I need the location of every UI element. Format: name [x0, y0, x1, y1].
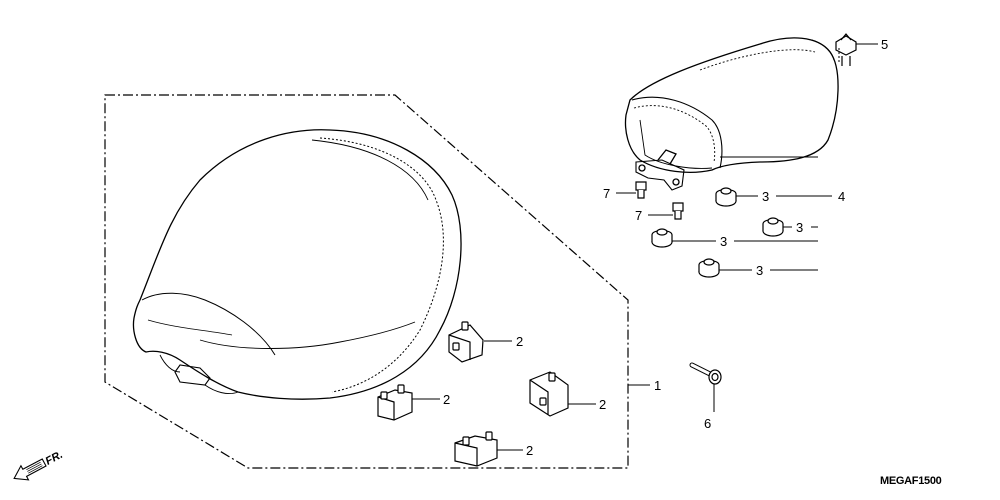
- mount-bracket-4: [454, 431, 498, 467]
- cushion-3: [651, 228, 673, 248]
- callout-6: 6: [704, 416, 711, 431]
- bolt-7a: [635, 181, 647, 199]
- callout-3-b: 3: [796, 220, 803, 235]
- screw-6: [689, 362, 722, 385]
- callout-4: 4: [838, 189, 845, 204]
- front-direction-indicator: FR.: [13, 449, 65, 481]
- cushion-2: [762, 217, 784, 237]
- callout-2-left: 2: [443, 392, 450, 407]
- callout-7-upper: 7: [603, 186, 610, 201]
- bolt-7b: [672, 202, 684, 220]
- callout-3-c: 3: [720, 234, 727, 249]
- main-seat: [132, 129, 462, 400]
- callout-2-right: 2: [599, 397, 606, 412]
- leader-lines: [412, 43, 878, 451]
- nut-5: [835, 33, 857, 66]
- callout-2-lower: 2: [526, 443, 533, 458]
- mount-bracket-2: [377, 384, 413, 421]
- mount-bracket-3: [529, 371, 569, 417]
- front-label: FR.: [44, 449, 65, 468]
- assembly-boundary: [104, 94, 629, 469]
- callout-1: 1: [654, 378, 661, 393]
- callout-2-upper: 2: [516, 334, 523, 349]
- diagram-code: MEGAF1500: [880, 475, 942, 487]
- callout-3-a: 3: [762, 189, 769, 204]
- callout-3-d: 3: [756, 263, 763, 278]
- rear-seat: [624, 37, 839, 191]
- cushion-4: [698, 258, 720, 278]
- callouts: 1 2 2 2 2 3 3 3 3 4 5 6 7 7: [443, 37, 888, 458]
- callout-7-lower: 7: [635, 208, 642, 223]
- front-arrow-icon: FR.: [13, 449, 65, 481]
- mount-bracket-1: [448, 321, 484, 363]
- cushion-1: [715, 187, 737, 207]
- callout-5: 5: [881, 37, 888, 52]
